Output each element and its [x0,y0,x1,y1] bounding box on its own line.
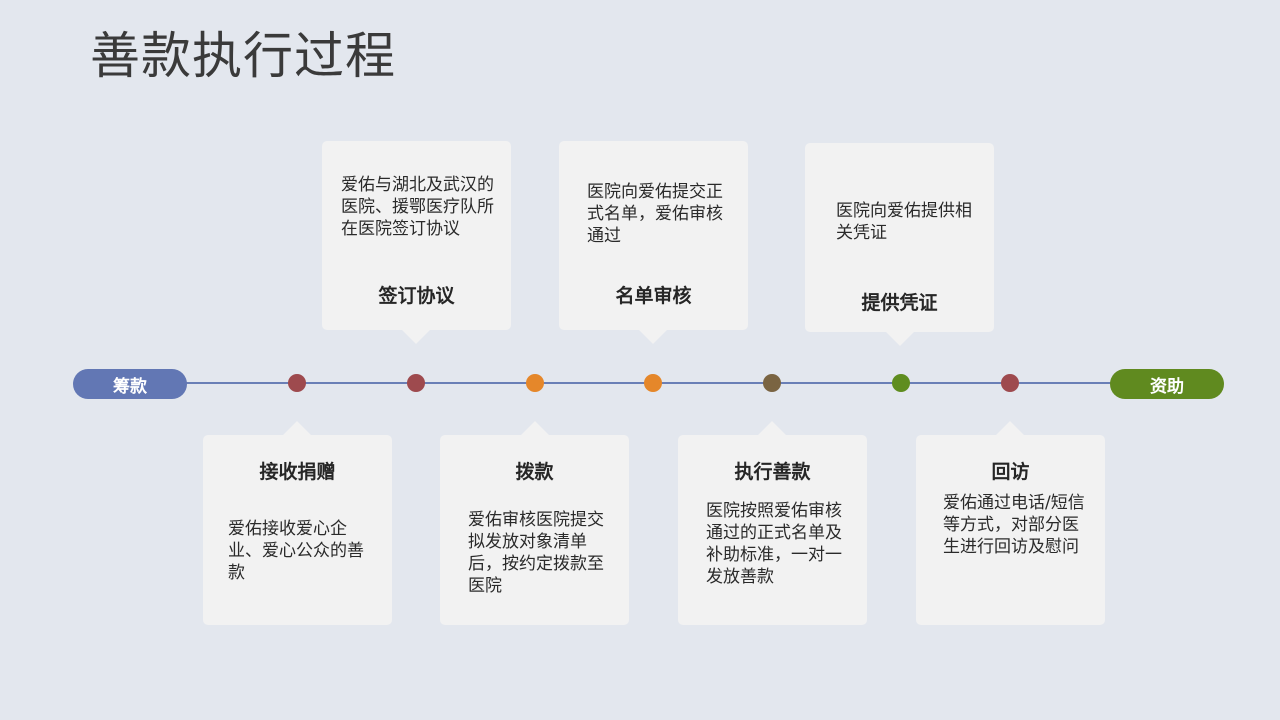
card-pointer [639,330,667,344]
start-pill: 筹款 [73,369,187,399]
card-pointer [996,421,1024,435]
step-card-receive-donation: 接收捐赠 爱佑接收爱心企业、爱心公众的善款 [203,421,392,625]
step-description: 医院向爱佑提供相关凭证 [836,201,972,243]
card-pointer [758,421,786,435]
step-card-execute-funds: 执行善款 医院按照爱佑审核通过的正式名单及补助标准，一对一发放善款 [678,421,867,625]
step-heading: 名单审核 [615,285,692,307]
step-heading: 拨款 [515,461,554,483]
step-heading: 回访 [991,461,1030,483]
step-card-allocate-funds: 拨款 爱佑审核医院提交拟发放对象清单后，按约定拨款至医院 [440,421,629,625]
timeline-node-5 [763,374,781,392]
timeline-node-2 [407,374,425,392]
end-pill: 资助 [1110,369,1224,399]
card-pointer [886,332,914,346]
timeline-node-4 [644,374,662,392]
card-pointer [402,330,430,344]
step-card-provide-voucher: 医院向爱佑提供相关凭证 提供凭证 [805,143,994,346]
step-heading: 提供凭证 [861,292,938,314]
step-description: 医院按照爱佑审核通过的正式名单及补助标准，一对一发放善款 [706,501,842,587]
page-title: 善款执行过程 [90,27,396,85]
step-card-sign-agreement: 爱佑与湖北及武汉的医院、援鄂医疗队所在医院签订协议 签订协议 [322,141,511,344]
step-heading: 接收捐赠 [259,461,336,483]
step-heading: 执行善款 [734,461,811,483]
card-pointer [283,421,311,435]
timeline-node-3 [526,374,544,392]
step-description: 医院向爱佑提交正式名单，爱佑审核通过 [587,182,723,246]
timeline-node-7 [1001,374,1019,392]
step-description: 爱佑与湖北及武汉的医院、援鄂医疗队所在医院签订协议 [341,175,494,239]
step-heading: 签订协议 [378,285,455,307]
timeline-node-1 [288,374,306,392]
step-description: 爱佑审核医院提交拟发放对象清单后，按约定拨款至医院 [468,510,604,596]
step-description: 爱佑通过电话/短信等方式，对部分医生进行回访及慰问 [943,493,1085,557]
card-pointer [521,421,549,435]
step-card-follow-up: 回访 爱佑通过电话/短信等方式，对部分医生进行回访及慰问 [916,421,1105,625]
step-description: 爱佑接收爱心企业、爱心公众的善款 [228,519,364,583]
step-card-list-review: 医院向爱佑提交正式名单，爱佑审核通过 名单审核 [559,141,748,344]
timeline-node-6 [892,374,910,392]
